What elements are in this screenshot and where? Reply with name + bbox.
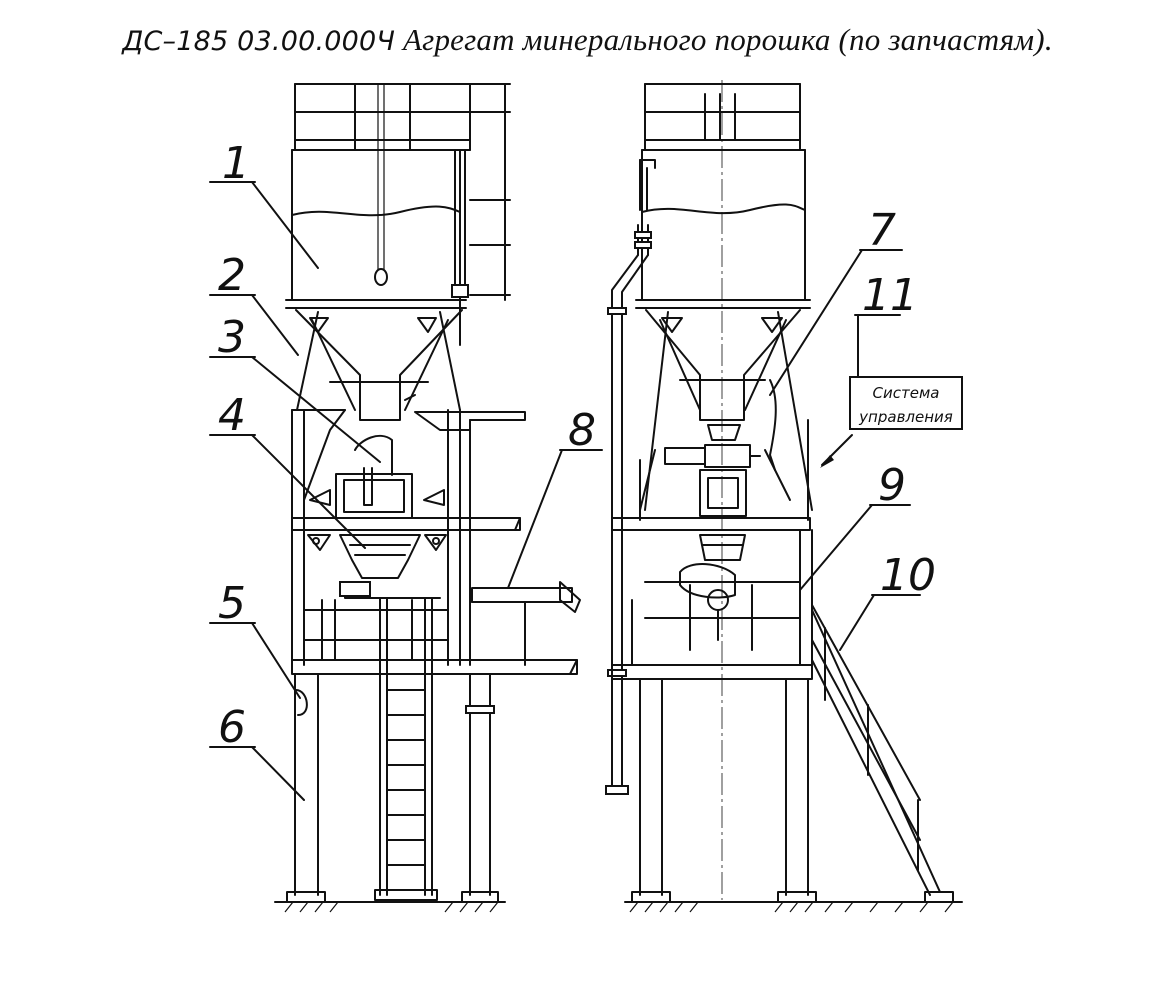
callout-7: 7 bbox=[868, 205, 896, 256]
right-silo bbox=[605, 149, 811, 795]
callout-2: 2 bbox=[218, 250, 246, 301]
control-box: Система управления bbox=[820, 376, 963, 468]
callouts: 1 2 3 4 5 6 7 8 9 10 bbox=[209, 138, 936, 801]
right-stairs bbox=[811, 604, 954, 903]
right-mid-equipment bbox=[611, 419, 813, 680]
callout-10: 10 bbox=[880, 550, 936, 601]
control-box-line2: управления bbox=[858, 408, 953, 426]
callout-4-leader bbox=[251, 434, 366, 549]
left-top-railing bbox=[294, 83, 511, 301]
callout-4: 4 bbox=[218, 390, 246, 441]
callout-5: 5 bbox=[218, 578, 246, 629]
callout-1-leader bbox=[251, 181, 319, 269]
callout-6: 6 bbox=[218, 702, 246, 753]
left-cone bbox=[295, 309, 463, 421]
callout-10-leader bbox=[839, 594, 875, 651]
callout-3: 3 bbox=[218, 312, 246, 363]
callout-8: 8 bbox=[568, 405, 596, 456]
left-middle-frame bbox=[291, 394, 581, 675]
left-legs bbox=[286, 673, 499, 903]
control-box-line1: Система bbox=[873, 384, 940, 402]
callout-9-leader bbox=[799, 504, 873, 591]
callout-9: 9 bbox=[878, 460, 906, 511]
callout-11: 11 bbox=[862, 270, 918, 321]
drawing-name: Агрегат минерального порошка (по запчаст… bbox=[403, 22, 1053, 57]
drawing-code: ДС–185 03.00.000Ч bbox=[122, 26, 396, 57]
callout-5-leader bbox=[251, 622, 301, 699]
callout-1: 1 bbox=[222, 138, 250, 189]
callout-6-leader bbox=[251, 746, 305, 801]
left-view bbox=[274, 83, 581, 913]
right-top-railing bbox=[644, 83, 801, 151]
left-silo bbox=[285, 84, 511, 346]
right-view bbox=[605, 80, 963, 913]
left-ladder bbox=[374, 597, 438, 901]
callout-3-leader bbox=[251, 356, 381, 463]
callout-7-leader bbox=[769, 249, 863, 396]
callout-8-leader bbox=[507, 449, 563, 589]
left-ground bbox=[274, 901, 506, 913]
drawing-title: ДС–185 03.00.000Ч Агрегат минерального п… bbox=[0, 22, 1175, 58]
callout-2-leader bbox=[251, 294, 299, 356]
right-cone bbox=[644, 309, 813, 511]
right-ground bbox=[624, 901, 963, 913]
right-legs bbox=[631, 678, 817, 903]
